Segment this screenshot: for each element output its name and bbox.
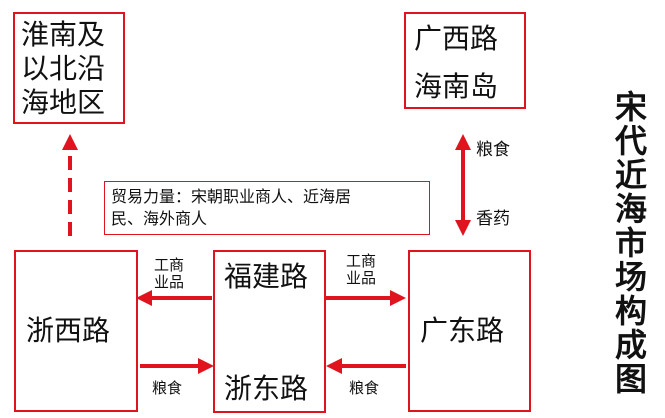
- title-char: 市: [614, 224, 647, 262]
- label-goods-right-1: 工商: [346, 252, 377, 270]
- title-char: 场: [614, 258, 647, 296]
- zhexi-box: 浙西路: [14, 250, 138, 412]
- guangxi-line-1: 广西路: [414, 22, 499, 55]
- huainan-box: 淮南及 以北沿 海地区: [13, 12, 125, 124]
- trade-forces-box: 贸易力量：宋朝职业商人、近海居 民、海外商人: [104, 181, 430, 235]
- huainan-line-3: 海地区: [21, 86, 106, 119]
- zhexi-label: 浙西路: [26, 314, 111, 347]
- huainan-line-2: 以北沿: [21, 52, 106, 85]
- label-grain-top: 粮食: [476, 140, 510, 160]
- dashed-arrow-up-head: [62, 134, 78, 150]
- trade-line-1: 贸易力量：宋朝职业商人、近海居: [111, 187, 352, 206]
- label-grain-bottom-left: 粮食: [152, 379, 183, 397]
- title-char: 成: [614, 326, 647, 364]
- guangxi-box: 广西路 海南岛: [404, 12, 526, 109]
- center-box: 福建路 浙东路: [213, 250, 326, 413]
- title-char: 宋: [614, 88, 647, 126]
- guangdong-box: 广东路: [408, 250, 531, 412]
- label-goods-left-2: 业品: [154, 273, 185, 291]
- guangdong-label: 广东路: [420, 314, 505, 347]
- trade-line-2: 民、海外商人: [111, 209, 208, 228]
- label-goods-left-1: 工商: [154, 256, 185, 274]
- diagram-title: 宋 代 近 海 市 场 构 成 图: [611, 90, 651, 396]
- title-char: 图: [614, 360, 647, 398]
- title-char: 构: [614, 292, 647, 330]
- huainan-line-1: 淮南及: [21, 18, 106, 51]
- double-arrow-down-head: [455, 220, 471, 236]
- title-char: 近: [614, 156, 647, 194]
- label-goods-right-2: 业品: [346, 269, 377, 287]
- double-arrow-up-head: [455, 134, 471, 150]
- label-spice: 香药: [476, 209, 510, 229]
- guangxi-line-2: 海南岛: [414, 70, 499, 103]
- label-grain-bottom-right: 粮食: [349, 379, 380, 397]
- zhedong-label: 浙东路: [224, 372, 309, 405]
- fujian-label: 福建路: [224, 260, 309, 293]
- title-char: 代: [614, 122, 647, 160]
- title-char: 海: [614, 190, 647, 228]
